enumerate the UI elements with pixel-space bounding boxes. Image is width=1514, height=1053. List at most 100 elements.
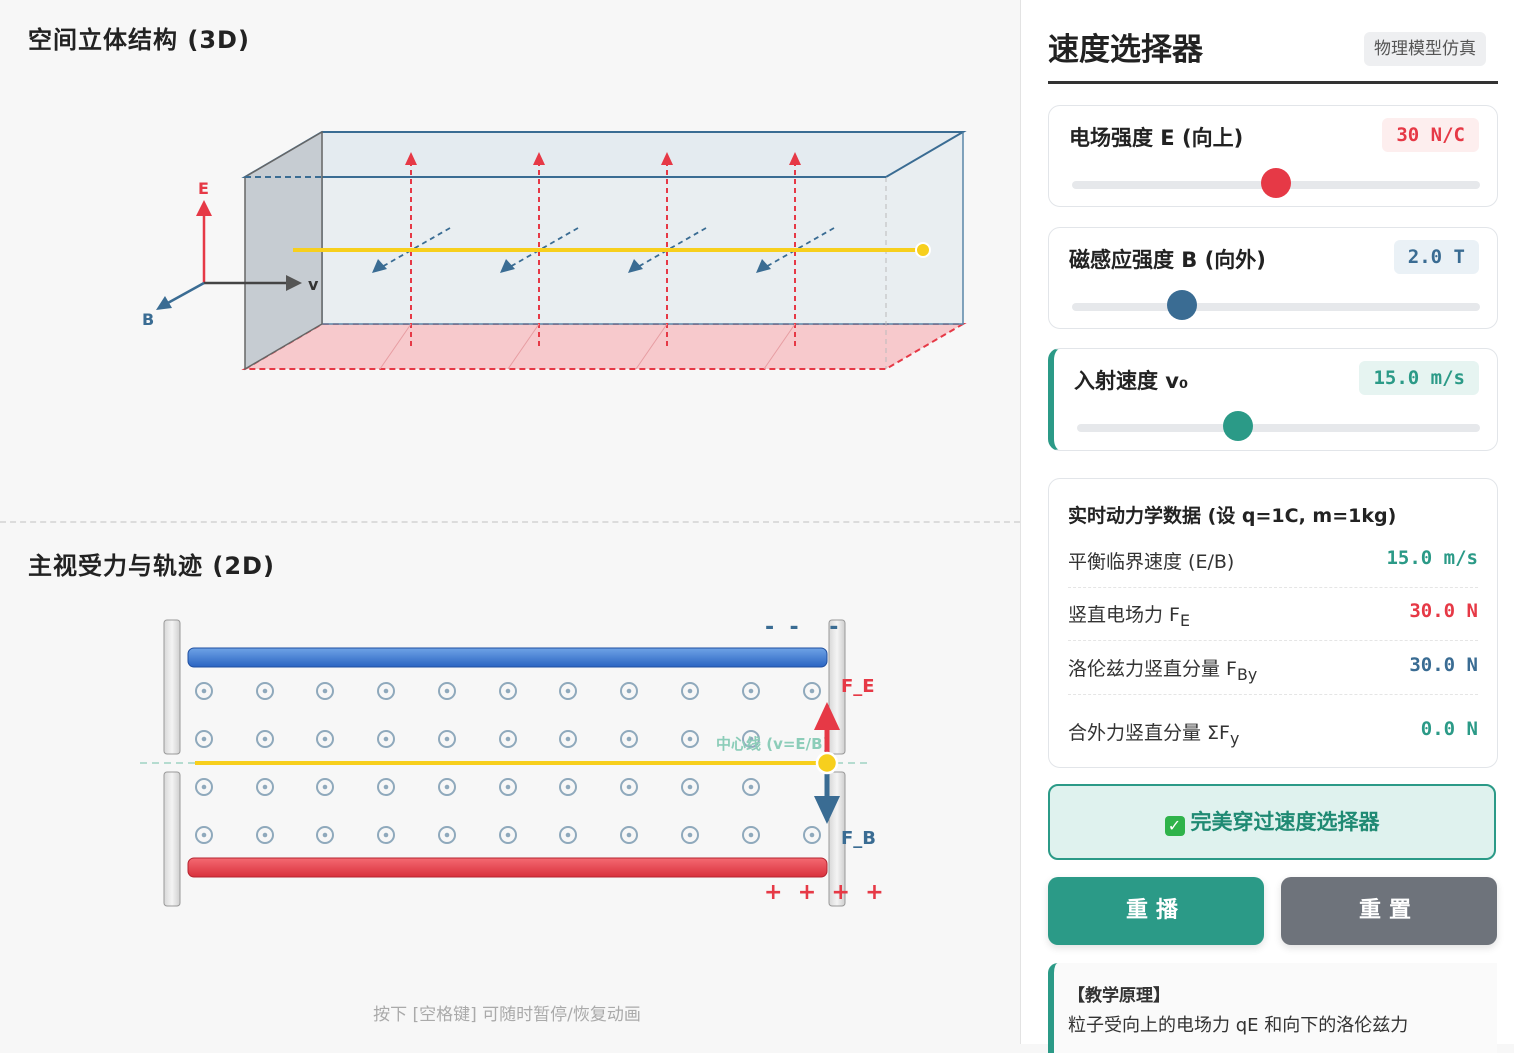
b-field-dot xyxy=(195,730,213,748)
title-rule xyxy=(1048,81,1498,84)
b-field-dot xyxy=(559,682,577,700)
b-field-dot xyxy=(620,730,638,748)
slider-track[interactable] xyxy=(1077,424,1480,432)
b-field-dot xyxy=(438,730,456,748)
data-row: 合外力竖直分量 ΣFy 0.0 N xyxy=(1068,706,1478,758)
data-row-label: 洛伦兹力竖直分量 FBy xyxy=(1068,658,1258,684)
slider-value-badge: 30 N/C xyxy=(1382,118,1479,152)
b-field-dot-center xyxy=(444,736,450,742)
b-field-dot xyxy=(256,682,274,700)
data-row-value: 30.0 N xyxy=(1409,654,1478,676)
b-field-dot xyxy=(559,730,577,748)
b-field-dot-center xyxy=(748,736,754,742)
left-wall xyxy=(244,130,323,371)
b-field-dot-center xyxy=(322,832,328,838)
b-field-dot-center xyxy=(748,688,754,694)
b-field-dot-center xyxy=(687,688,693,694)
b-field-dot-center xyxy=(201,736,207,742)
b-field-dot xyxy=(316,778,334,796)
b-field-dot-center xyxy=(322,736,328,742)
b-field-dot-center xyxy=(201,688,207,694)
b-field-dot-center xyxy=(626,832,632,838)
replay-button[interactable]: 重播 xyxy=(1048,877,1264,945)
app-title: 速度选择器 xyxy=(1048,32,1203,68)
app-tag: 物理模型仿真 xyxy=(1364,32,1486,66)
principle-card: 【教学原理】 粒子受向上的电场力 qE 和向下的洛伦兹力 xyxy=(1048,963,1497,1053)
section-title-2d: 主视受力与轨迹 (2D) xyxy=(28,552,275,580)
b-field-dot xyxy=(377,778,395,796)
axis-e-label: E xyxy=(198,179,209,198)
b-field-dot xyxy=(377,826,395,844)
b-field-dot-center xyxy=(809,688,815,694)
b-field-dot-center xyxy=(626,736,632,742)
reset-button[interactable]: 重置 xyxy=(1281,877,1497,945)
b-field-dot-center xyxy=(383,784,389,790)
b-field-dot xyxy=(438,826,456,844)
b-field-dot-center xyxy=(444,832,450,838)
b-field-dot xyxy=(195,682,213,700)
slider-thumb[interactable] xyxy=(1261,168,1291,198)
b-field-dot-center xyxy=(565,832,571,838)
slider-track[interactable] xyxy=(1072,303,1480,311)
b-field-dot-center xyxy=(748,784,754,790)
b-field-dot xyxy=(499,730,517,748)
slider-card-v: 入射速度 v₀ 15.0 m/s xyxy=(1048,348,1498,451)
b-field-dot xyxy=(742,730,760,748)
slider-thumb[interactable] xyxy=(1223,411,1254,441)
b-field-dot xyxy=(742,778,760,796)
b-field-dot-center xyxy=(444,688,450,694)
data-row-value: 15.0 m/s xyxy=(1386,547,1478,569)
b-field-dot-center xyxy=(687,832,693,838)
b-field-dot xyxy=(559,826,577,844)
e-field-lines xyxy=(410,162,796,346)
b-field-dot-center xyxy=(565,784,571,790)
scene-3d: E v B xyxy=(142,130,967,371)
b-field-dot-center xyxy=(444,784,450,790)
slider-label: 磁感应强度 B (向外) xyxy=(1069,248,1266,272)
b-field-dot xyxy=(803,826,821,844)
b-field-dot-center xyxy=(565,736,571,742)
b-field-dot-center xyxy=(748,832,754,838)
slider-value-badge: 15.0 m/s xyxy=(1359,361,1479,395)
status-banner: ✓完美穿过速度选择器 xyxy=(1048,784,1496,860)
b-field-dot-center xyxy=(322,688,328,694)
b-field-dot xyxy=(620,826,638,844)
b-field-dot-center xyxy=(505,784,511,790)
b-field-dot-center xyxy=(505,688,511,694)
negative-plate xyxy=(187,647,828,668)
b-field-dot-center xyxy=(383,736,389,742)
b-field-dot xyxy=(681,826,699,844)
bottom-plate xyxy=(241,323,967,370)
b-field-dot-center xyxy=(262,688,268,694)
force-e-arrow xyxy=(814,702,840,730)
principle-title: 【教学原理】 xyxy=(1068,986,1170,1006)
data-row: 洛伦兹力竖直分量 FBy 30.0 N xyxy=(1068,642,1478,695)
b-field-dot-center xyxy=(201,832,207,838)
data-row-value: 0.0 N xyxy=(1420,718,1478,740)
b-field-dot-center xyxy=(201,784,207,790)
b-field-dot-center xyxy=(565,688,571,694)
keyboard-hint: 按下 [空格键] 可随时暂停/恢复动画 xyxy=(373,1005,641,1025)
slider-label: 入射速度 v₀ xyxy=(1074,369,1189,393)
data-row: 竖直电场力 FE 30.0 N xyxy=(1068,588,1478,641)
check-icon: ✓ xyxy=(1164,816,1185,836)
entry-post-top xyxy=(163,619,181,755)
b-field-dot xyxy=(742,826,760,844)
b-field-dot-center xyxy=(383,832,389,838)
particle-2d xyxy=(815,751,839,775)
b-field-dot xyxy=(316,682,334,700)
axis-b-label: B xyxy=(142,310,154,329)
section-divider xyxy=(0,521,1020,523)
scene-2d: - - - + + + + 中心线 (v=E/B) F_E F_B xyxy=(140,615,884,907)
b-field-dot-center xyxy=(262,832,268,838)
b-field-dot xyxy=(499,778,517,796)
particle-3d xyxy=(915,242,931,258)
b-field-dot xyxy=(620,682,638,700)
slider-thumb[interactable] xyxy=(1167,290,1198,320)
b-field-dot xyxy=(438,682,456,700)
b-field-dot xyxy=(195,826,213,844)
b-field-dot-center xyxy=(383,688,389,694)
b-field-dot-center xyxy=(505,736,511,742)
b-field-dot xyxy=(681,682,699,700)
b-field-dot xyxy=(681,778,699,796)
